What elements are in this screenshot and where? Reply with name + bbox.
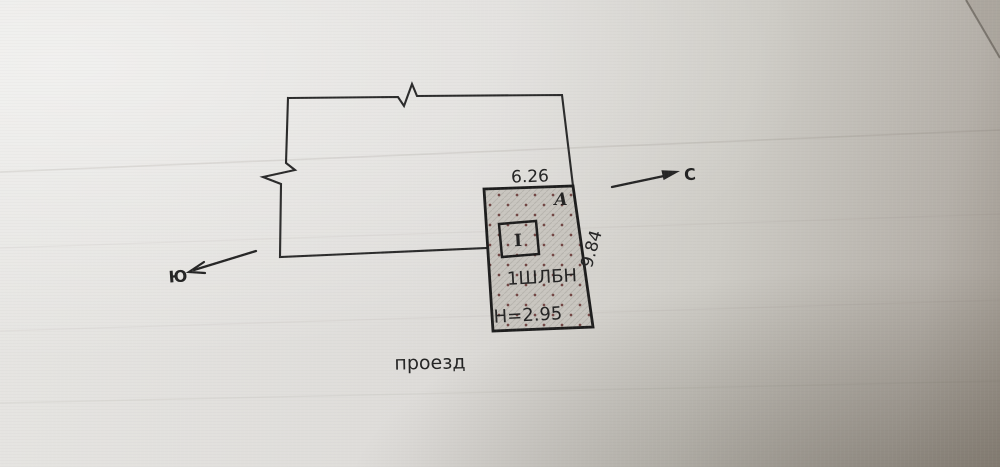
north-arrow-line bbox=[610, 174, 666, 189]
building-height-label: Н=2.95 bbox=[493, 303, 563, 328]
scan-streak bbox=[0, 129, 1000, 173]
road-label: проезд bbox=[394, 351, 465, 374]
building-letter-label: А bbox=[552, 190, 568, 210]
scan-streak bbox=[0, 380, 1000, 404]
paper-edge-line bbox=[965, 0, 1000, 59]
room-numeral-label: I bbox=[514, 231, 523, 251]
parcel-boundary-path bbox=[259, 81, 575, 259]
north-label: С bbox=[684, 165, 697, 185]
south-arrowhead-icon bbox=[185, 260, 207, 275]
south-arrow-line bbox=[192, 249, 258, 272]
south-arrow: Ю bbox=[168, 249, 258, 287]
room-square bbox=[497, 219, 541, 259]
depth-dimension-label: 9.84 bbox=[577, 228, 607, 270]
north-arrowhead-icon bbox=[661, 170, 680, 181]
building-type-label: 1ШЛБН bbox=[506, 265, 577, 290]
north-arrow: С bbox=[610, 165, 697, 189]
width-dimension-label: 6.26 bbox=[511, 166, 550, 187]
south-label: Ю bbox=[168, 266, 188, 286]
